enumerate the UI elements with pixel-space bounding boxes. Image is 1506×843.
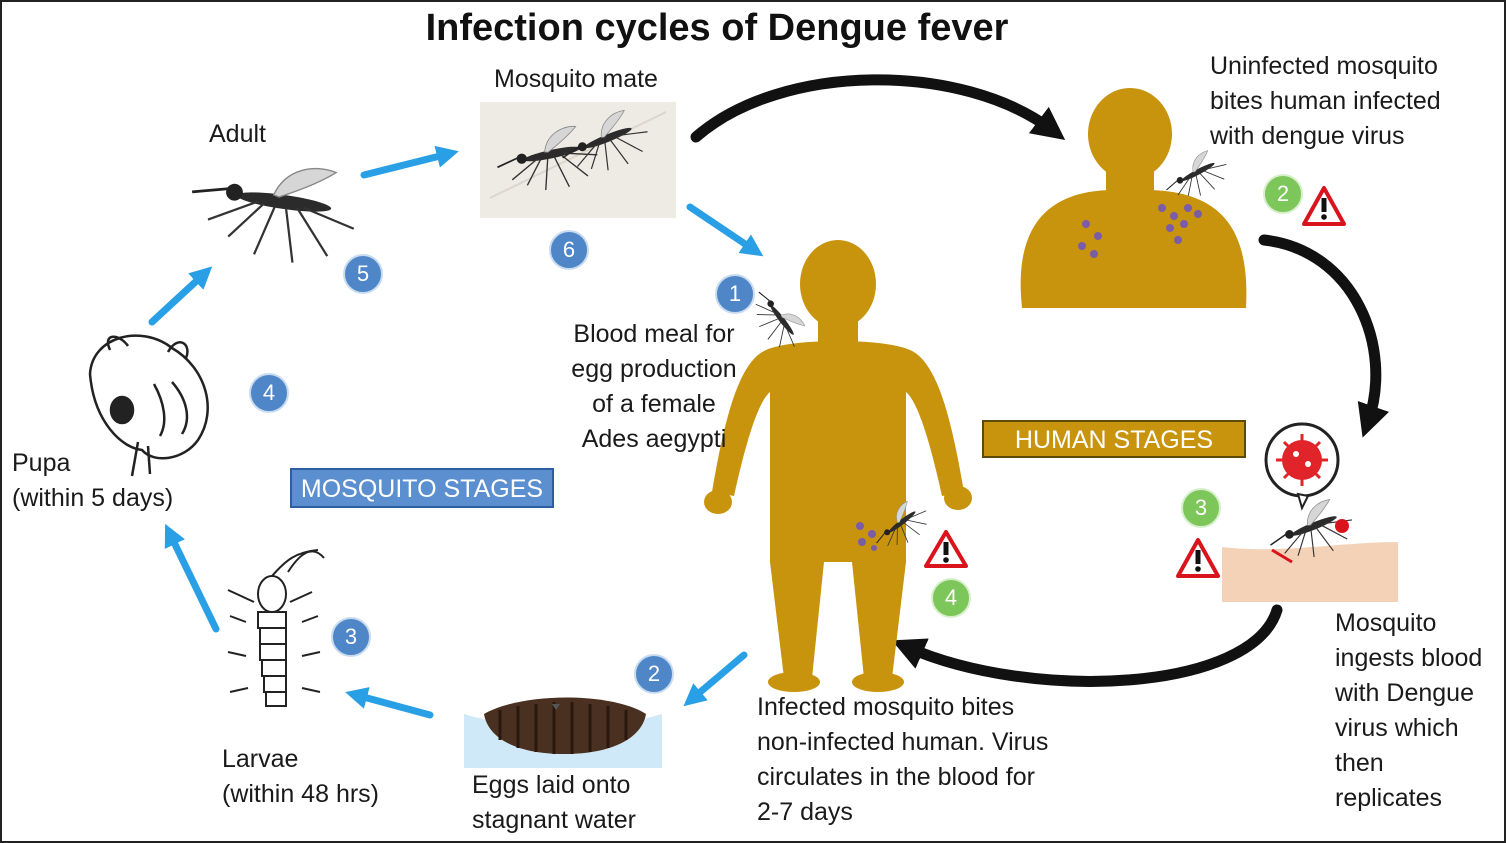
mosquito-blood-abdomen	[1335, 519, 1349, 533]
human-step-3-badge: 3	[1181, 488, 1221, 528]
mosquito-step-5-badge: 5	[343, 254, 383, 294]
mosquito-step-3-label: Larvae (within 48 hrs)	[222, 745, 379, 808]
human-step-4-label: Infected mosquito bites non-infected hum…	[757, 693, 1049, 826]
warning-icon-leg	[924, 530, 968, 568]
mosquito-step-5-label: Adult	[209, 120, 266, 148]
pupa-icon	[88, 334, 209, 477]
warning-icon-middle	[1176, 538, 1220, 578]
mosquito-stages-label: MOSQUITO STAGES	[290, 468, 554, 508]
human-torso-icon	[1020, 88, 1247, 308]
larva-icon	[227, 549, 325, 707]
arrow-1-to-2	[683, 651, 748, 707]
arrow-1-to-2-human	[690, 74, 1066, 143]
mosquito-step-1-label: Blood meal for egg production of a femal…	[571, 320, 737, 453]
human-step-4-badge: 4	[931, 578, 971, 618]
leg-rash-spots	[856, 522, 877, 551]
skin-feeding-icon	[1222, 542, 1398, 602]
arrow-6-to-1	[686, 203, 764, 257]
mosquito-step-1-badge: 1	[715, 274, 755, 314]
human-cycle-arrows	[690, 74, 1389, 687]
mosquito-step-2-label: Eggs laid onto stagnant water	[472, 771, 636, 834]
human-step-3-label: Mosquito ingests blood with Dengue virus…	[1335, 609, 1483, 812]
mosquito-step-3-badge: 3	[331, 617, 371, 657]
human-step-2-label: Uninfected mosquito bites human infected…	[1210, 52, 1441, 150]
arrow-2-to-3-human	[1258, 234, 1389, 438]
arrow-2-to-3	[345, 687, 434, 719]
mosquito-step-4-label: Pupa (within 5 days)	[12, 449, 174, 512]
virus-icon	[1264, 422, 1340, 511]
warning-icon-top	[1302, 186, 1346, 226]
human-step-2-badge: 2	[1263, 174, 1303, 214]
rash-spots	[1078, 204, 1202, 258]
human-stages-label: HUMAN STAGES	[982, 420, 1246, 458]
mosquito-step-2-badge: 2	[634, 654, 674, 694]
diagram-title: Infection cycles of Dengue fever	[425, 7, 1009, 49]
mosquito-cycle-arrows	[148, 145, 764, 719]
human-figure-icon	[704, 240, 972, 692]
mating-mosquitoes-icon	[480, 102, 676, 218]
mosquito-step-6-label: Mosquito mate	[494, 65, 658, 93]
adult-mosquito-icon	[182, 150, 363, 272]
mosquito-step-4-badge: 4	[249, 373, 289, 413]
egg-raft-icon	[464, 697, 662, 768]
arrow-3-to-4	[164, 523, 220, 633]
arrow-4-to-5	[148, 266, 213, 326]
arrow-3-to-4-human	[891, 604, 1283, 687]
mosquito-step-6-badge: 6	[549, 230, 589, 270]
arrow-5-to-6	[360, 145, 459, 179]
